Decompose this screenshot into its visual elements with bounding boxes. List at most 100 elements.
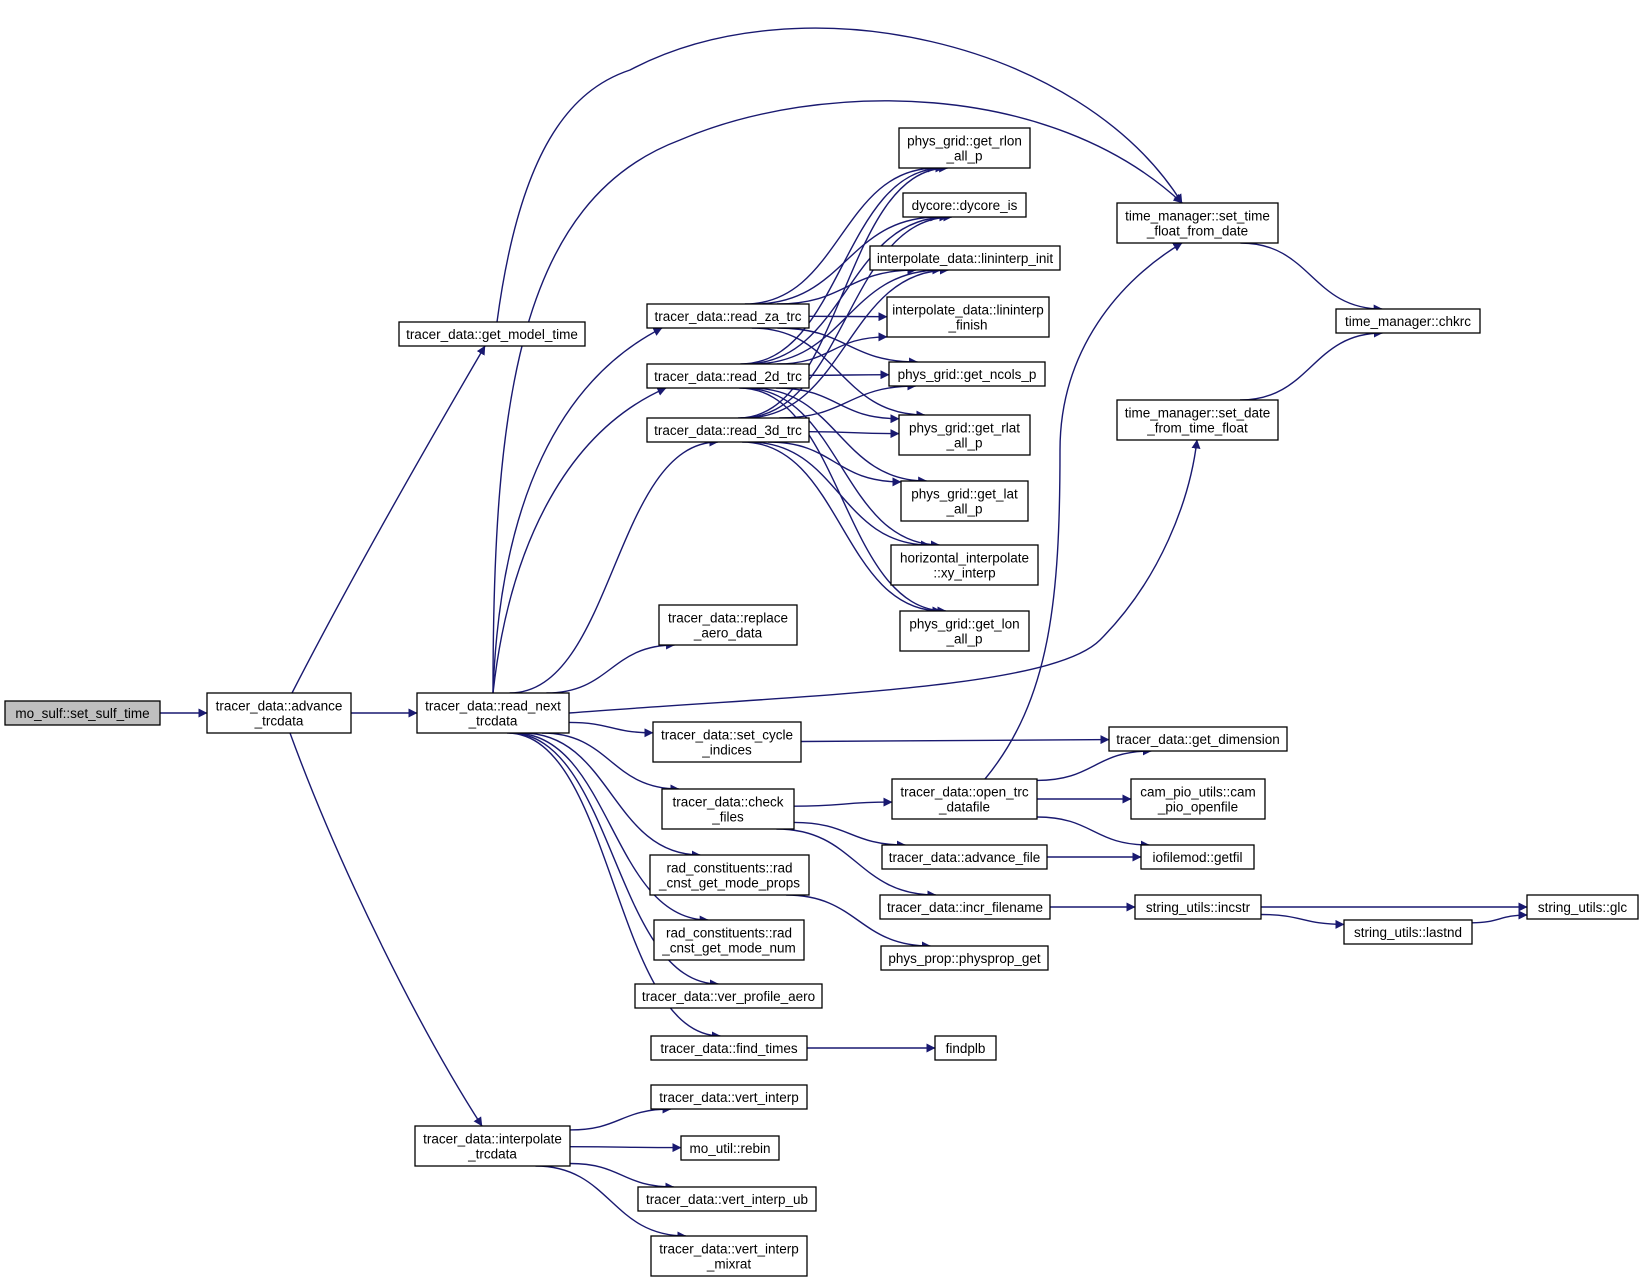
node-box: [653, 919, 805, 961]
edge-path: [509, 437, 719, 694]
edge-check_files-to-advance_file: [793, 821, 906, 850]
edge-interpolate_trcdata-to-vert_interp: [569, 1104, 672, 1131]
node-get-model-time[interactable]: tracer_data::get_model_time: [398, 321, 586, 347]
node-box: [1116, 202, 1279, 244]
edge-path: [767, 441, 902, 487]
node-get-lat-all-p[interactable]: phys_grid::get_lat_all_p: [900, 480, 1029, 522]
node-replace-aero-data[interactable]: tracer_data::replace_aero_data: [658, 604, 798, 646]
edge-read_3d_trc-to-get_rlon_all_p: [738, 163, 949, 419]
edge-read_2d_trc-to-get_rlon_all_p: [740, 163, 945, 365]
node-get-dimension[interactable]: tracer_data::get_dimension: [1108, 726, 1288, 752]
node-label: dycore::dycore_is: [912, 198, 1018, 213]
node-cam-pio-openfile[interactable]: cam_pio_utils::cam_pio_openfile: [1130, 778, 1266, 820]
node-label: _all_p: [945, 631, 982, 646]
node-label: ::xy_interp: [933, 565, 995, 580]
edge-path: [507, 732, 721, 1041]
node-rebin[interactable]: mo_util::rebin: [680, 1135, 780, 1161]
node-read-2d-trc[interactable]: tracer_data::read_2d_trc: [646, 363, 810, 389]
node-incr-filename[interactable]: tracer_data::incr_filename: [879, 894, 1051, 920]
edge-path: [793, 821, 906, 850]
node-rad-cnst-get-mode-props[interactable]: rad_constituents::rad_cnst_get_mode_prop…: [649, 854, 810, 896]
node-get-rlat-all-p[interactable]: phys_grid::get_rlat_all_p: [898, 414, 1031, 456]
node-dycore-is[interactable]: dycore::dycore_is: [902, 192, 1027, 218]
node-read-3d-trc[interactable]: tracer_data::read_3d_trc: [646, 417, 810, 443]
node-rad-cnst-get-mode-num[interactable]: rad_constituents::rad_cnst_get_mode_num: [653, 919, 805, 961]
node-read-next-trcdata[interactable]: tracer_data::read_next_trcdata: [416, 692, 570, 734]
edge-open_trc_datafile-to-set_time_float_from_date: [984, 242, 1183, 780]
node-set-sulf-time[interactable]: mo_sulf::set_sulf_time: [4, 700, 161, 726]
edge-advance_trcdata-to-get_model_time: [291, 345, 486, 694]
node-interpolate-trcdata[interactable]: tracer_data::interpolate_trcdata: [414, 1125, 571, 1167]
node-label: _trcdata: [468, 713, 518, 728]
edge-path: [289, 732, 483, 1127]
node-get-ncols-p[interactable]: phys_grid::get_ncols_p: [888, 361, 1046, 387]
edge-read_next_trcdata-to-set_date_from_time_float: [568, 439, 1201, 714]
node-physprop-get[interactable]: phys_prop::physprop_get: [880, 945, 1049, 971]
node-chkrc[interactable]: time_manager::chkrc: [1335, 308, 1481, 334]
edge-path: [793, 797, 893, 807]
node-label: phys_grid::get_rlon: [907, 133, 1022, 148]
node-label: phys_grid::get_lon: [909, 616, 1019, 631]
node-get-rlon-all-p[interactable]: phys_grid::get_rlon_all_p: [898, 127, 1031, 169]
edge-advance_trcdata-to-interpolate_trcdata: [289, 732, 483, 1127]
node-label: phys_grid::get_rlat: [909, 420, 1020, 435]
node-box: [649, 854, 810, 896]
edge-read_next_trcdata-to-read_2d_trc: [492, 387, 667, 694]
edge-open_trc_datafile-to-get_dimension: [1036, 746, 1152, 782]
edge-interpolate_trcdata-to-vert_interp_ub: [569, 1162, 675, 1192]
edge-path: [291, 345, 486, 694]
node-advance-trcdata[interactable]: tracer_data::advance_trcdata: [206, 692, 352, 734]
node-label: interpolate_data::lininterp: [892, 302, 1044, 317]
edge-path: [496, 27, 1183, 323]
node-label: _aero_data: [693, 625, 763, 640]
node-box: [646, 303, 810, 329]
node-ver-profile-aero[interactable]: tracer_data::ver_profile_aero: [634, 983, 823, 1009]
node-lininterp-finish[interactable]: interpolate_data::lininterp_finish: [886, 296, 1050, 338]
node-vert-interp-ub[interactable]: tracer_data::vert_interp_ub: [637, 1186, 817, 1212]
node-read-za-trc[interactable]: tracer_data::read_za_trc: [646, 303, 810, 329]
edge-path: [569, 1162, 675, 1192]
node-open-trc-datafile[interactable]: tracer_data::open_trc_datafile: [891, 778, 1038, 820]
node-box: [1130, 778, 1266, 820]
node-label: rad_constituents::rad: [666, 925, 792, 940]
edge-check_files-to-incr_filename: [776, 828, 937, 900]
edge-read_next_trcdata-to-read_3d_trc: [509, 437, 719, 694]
node-find-times[interactable]: tracer_data::find_times: [650, 1035, 808, 1061]
node-getfil[interactable]: iofilemod::getfil: [1140, 844, 1255, 870]
edge-rad_cnst_get_mode_props-to-physprop_get: [786, 894, 931, 951]
node-label: tracer_data::find_times: [660, 1041, 798, 1056]
edge-read_next_trcdata-to-ver_profile_aero: [509, 732, 719, 989]
node-incstr[interactable]: string_utils::incstr: [1134, 894, 1262, 920]
edge-lastnd-to-glc: [1471, 910, 1528, 924]
edge-path: [753, 212, 940, 305]
node-box: [890, 544, 1039, 586]
node-xy-interp[interactable]: horizontal_interpolate::xy_interp: [890, 544, 1039, 586]
edge-read_3d_trc-to-get_lat_all_p: [767, 441, 902, 487]
edge-read_za_trc-to-get_rlat_all_p: [751, 327, 926, 420]
node-set-cycle-indices[interactable]: tracer_data::set_cycle_indices: [652, 721, 802, 763]
node-label: _datafile: [938, 799, 990, 814]
node-lininterp-init[interactable]: interpolate_data::lininterp_init: [869, 245, 1061, 271]
edge-read_next_trcdata-to-set_cycle_indices: [568, 721, 654, 738]
edge-read_3d_trc-to-xy_interp: [748, 441, 930, 550]
node-advance-file[interactable]: tracer_data::advance_file: [881, 844, 1048, 870]
node-box: [881, 844, 1048, 870]
node-set-date-from-time-float[interactable]: time_manager::set_date_from_time_float: [1116, 399, 1279, 441]
node-get-lon-all-p[interactable]: phys_grid::get_lon_all_p: [899, 610, 1030, 652]
edge-path: [748, 441, 930, 550]
node-label: string_utils::lastnd: [1354, 925, 1462, 940]
node-findplb[interactable]: findplb: [934, 1035, 997, 1061]
node-box: [4, 700, 161, 726]
edge-read_next_trcdata-to-rad_cnst_get_mode_num: [513, 732, 709, 925]
node-label: tracer_data::vert_interp_ub: [646, 1192, 808, 1207]
node-label: tracer_data::advance: [216, 698, 343, 713]
node-label: time_manager::set_date: [1125, 405, 1271, 420]
node-glc[interactable]: string_utils::glc: [1526, 894, 1639, 920]
node-vert-interp-mixrat[interactable]: tracer_data::vert_interp_mixrat: [650, 1235, 808, 1277]
node-vert-interp[interactable]: tracer_data::vert_interp: [650, 1084, 808, 1110]
node-box: [1134, 894, 1262, 920]
edge-path: [1240, 242, 1383, 314]
node-check-files[interactable]: tracer_data::check_files: [661, 788, 795, 830]
node-set-time-float-from-date[interactable]: time_manager::set_time_float_from_date: [1116, 202, 1279, 244]
node-lastnd[interactable]: string_utils::lastnd: [1343, 919, 1473, 945]
